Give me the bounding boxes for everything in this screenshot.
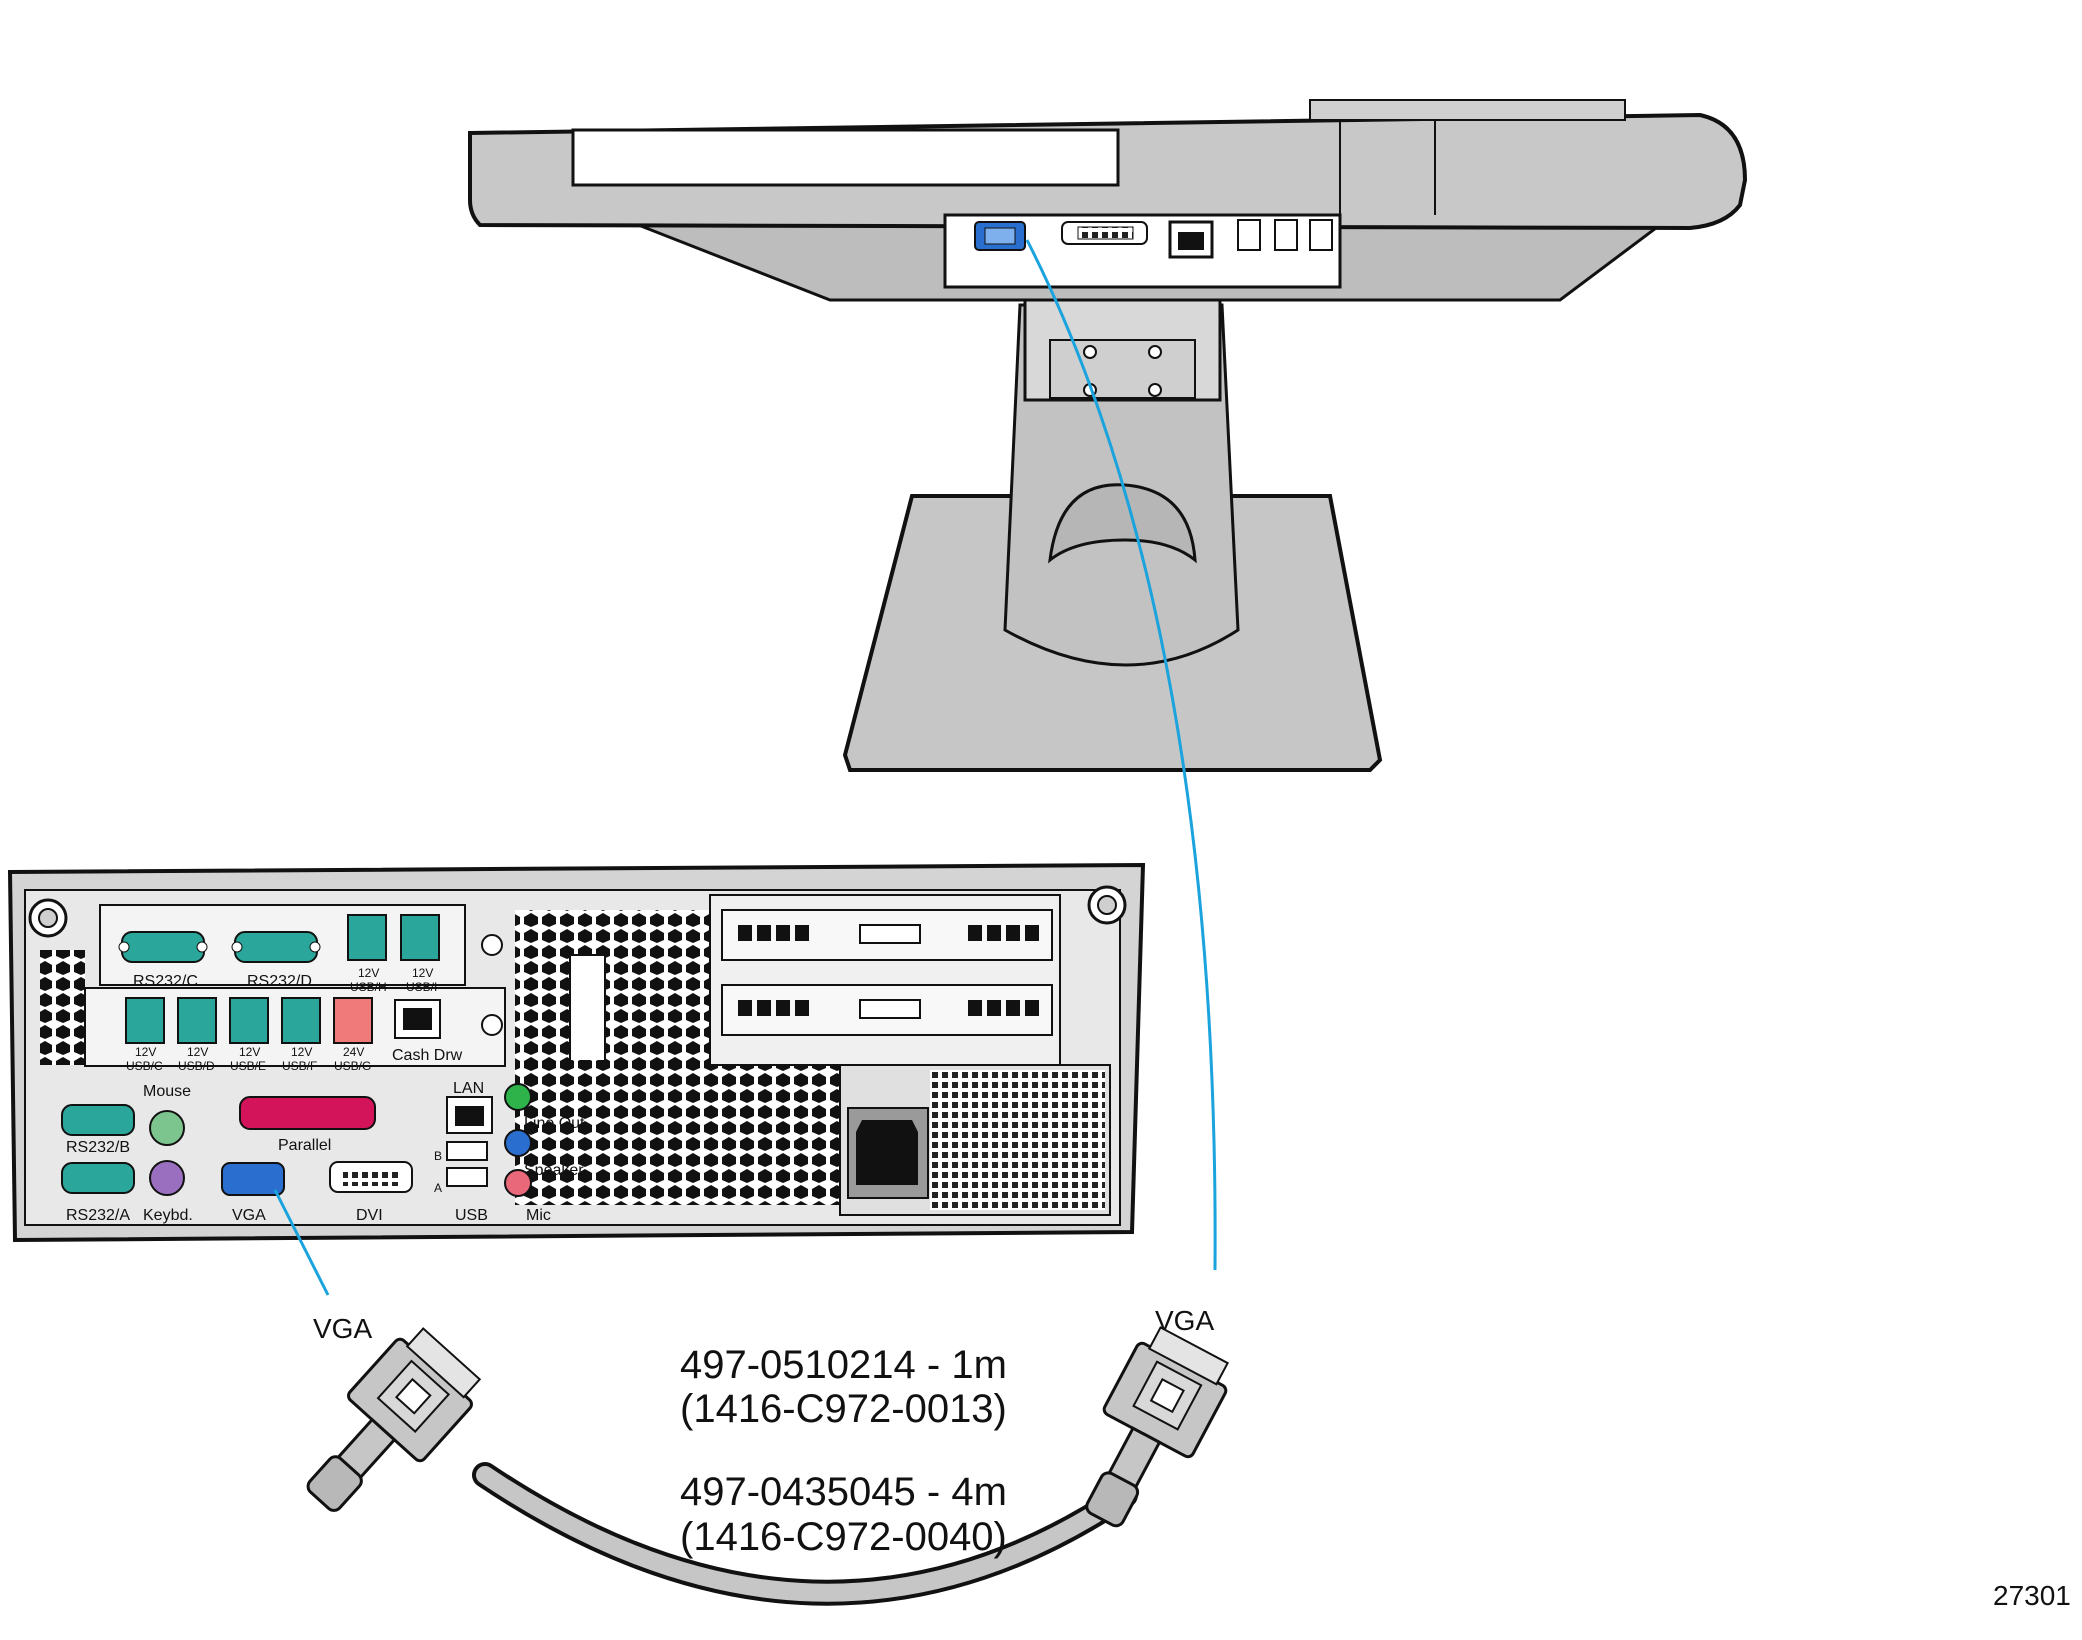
left-vga-connector bbox=[306, 1327, 482, 1512]
terminal-vga-port bbox=[221, 1162, 285, 1196]
keyboard-port bbox=[149, 1160, 185, 1196]
monitor-side-slot bbox=[571, 128, 1120, 187]
right-vga-connector bbox=[1085, 1326, 1230, 1528]
monitor-usb-ports bbox=[1237, 219, 1333, 251]
label-12v-h: 12V bbox=[358, 966, 379, 980]
monitor-vga-port bbox=[974, 221, 1026, 251]
label-rs232-c: RS232/C bbox=[133, 973, 198, 990]
terminal-dvi-port bbox=[329, 1161, 413, 1193]
label-mouse: Mouse bbox=[143, 1083, 191, 1100]
monitor-dvi-port bbox=[1061, 221, 1148, 245]
parallel-port bbox=[239, 1096, 376, 1130]
label-rs232-b: RS232/B bbox=[66, 1139, 130, 1156]
leader-line-terminal bbox=[273, 1189, 330, 1296]
powered-usb-g-port bbox=[333, 997, 373, 1044]
label-usb-g: USB/G bbox=[334, 1059, 371, 1073]
label-keyboard: Keybd. bbox=[143, 1207, 193, 1224]
label-mic: Mic bbox=[526, 1207, 551, 1224]
mic-jack bbox=[504, 1169, 532, 1197]
powered-usb-c-port bbox=[125, 997, 165, 1044]
vga-cable bbox=[273, 239, 1230, 1606]
part-number-1m: 497-0510214 - 1m bbox=[680, 1343, 1007, 1387]
rs232-b-port bbox=[61, 1104, 135, 1136]
part-number-4m-alt: (1416-C972-0040) bbox=[680, 1515, 1007, 1559]
label-usb-e: USB/E bbox=[230, 1059, 266, 1073]
label-speaker: Speaker bbox=[524, 1162, 584, 1179]
cable-left-label: VGA bbox=[313, 1313, 372, 1344]
rs232-c-port bbox=[118, 931, 208, 963]
label-vga: VGA bbox=[232, 1207, 266, 1224]
powered-usb-e-port bbox=[229, 997, 269, 1044]
figure-id: 27301 bbox=[1993, 1580, 2071, 1611]
label-12v-e: 12V bbox=[239, 1045, 260, 1059]
label-rs232-d: RS232/D bbox=[247, 973, 312, 990]
speaker-jack bbox=[504, 1129, 532, 1157]
label-usb-d: USB/D bbox=[178, 1059, 215, 1073]
label-12v-i: 12V bbox=[412, 966, 433, 980]
powered-usb-h-port bbox=[347, 914, 387, 961]
label-usb-h: USB/H bbox=[350, 980, 387, 994]
part-number-1m-alt: (1416-C972-0013) bbox=[680, 1387, 1007, 1431]
label-usb: USB bbox=[455, 1207, 488, 1224]
label-cash-drawer: Cash Drw bbox=[392, 1047, 463, 1064]
label-usb-a: A bbox=[434, 1181, 442, 1195]
label-usb-f: USB/F bbox=[282, 1059, 317, 1073]
label-rs232-a: RS232/A bbox=[66, 1207, 130, 1224]
usb-port-a bbox=[446, 1167, 488, 1187]
label-lan: LAN bbox=[453, 1080, 484, 1097]
label-usb-b: B bbox=[434, 1149, 442, 1163]
powered-usb-f-port bbox=[281, 997, 321, 1044]
powered-usb-d-port bbox=[177, 997, 217, 1044]
terminal-rear-panel: RS232/C RS232/D 12V USB/H 12V USB/I 12V … bbox=[7, 862, 1146, 1243]
usb-port-b bbox=[446, 1141, 488, 1161]
rs232-a-port bbox=[61, 1162, 135, 1194]
label-usb-i: USB/I bbox=[406, 980, 437, 994]
label-usb-c: USB/C bbox=[126, 1059, 163, 1073]
label-line-out: Line Out bbox=[524, 1115, 585, 1132]
rs232-d-port bbox=[231, 931, 321, 963]
label-12v-d: 12V bbox=[187, 1045, 208, 1059]
part-number-4m: 497-0435045 - 4m bbox=[680, 1470, 1007, 1514]
leader-line-monitor bbox=[1025, 239, 1217, 1271]
label-24v-g: 24V bbox=[343, 1045, 364, 1059]
touchscreen-monitor bbox=[468, 99, 1748, 772]
cable-right-label: VGA bbox=[1155, 1305, 1214, 1336]
mouse-port bbox=[149, 1110, 185, 1146]
label-12v-f: 12V bbox=[291, 1045, 312, 1059]
label-12v-c: 12V bbox=[135, 1045, 156, 1059]
line-out-jack bbox=[504, 1083, 532, 1111]
powered-usb-i-port bbox=[400, 914, 440, 961]
label-dvi: DVI bbox=[356, 1207, 383, 1224]
label-parallel: Parallel bbox=[278, 1137, 331, 1154]
